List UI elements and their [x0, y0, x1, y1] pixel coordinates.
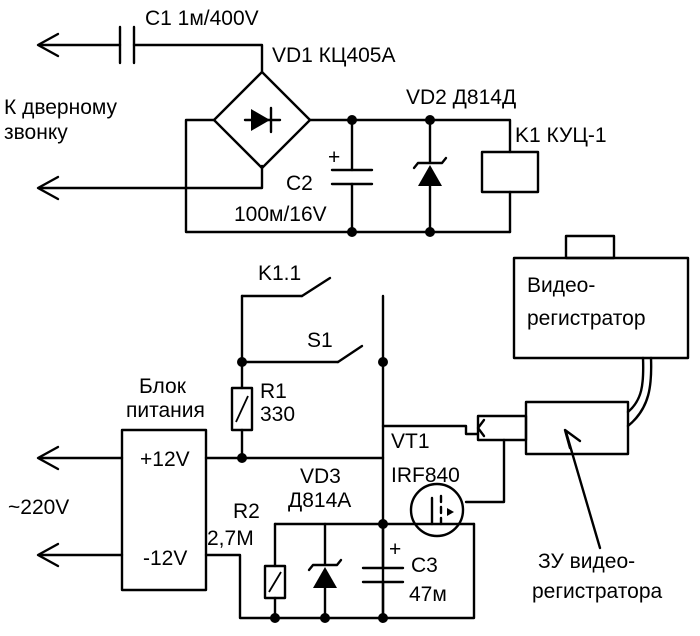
junction-s1-right: [378, 357, 388, 367]
doorbell-label-line1: К дверному: [4, 96, 118, 119]
bottom-wires: [38, 294, 506, 620]
doorbell-arrow-top: [36, 32, 60, 58]
r1-value: 330: [260, 403, 295, 426]
junction-c2-bottom: [347, 227, 357, 237]
junction-c2-top: [347, 115, 357, 125]
psu-block: [120, 428, 208, 592]
r2-name: R2: [233, 500, 260, 523]
mains-arrow-bottom: [36, 542, 60, 568]
c1-capacitor: [118, 25, 136, 65]
junction-plus12: [237, 453, 247, 463]
c2-value: 100м/16V: [234, 203, 327, 226]
c2-plus-sign: +: [328, 146, 340, 169]
c3-name: C3: [411, 554, 438, 577]
recorder-label-line1: Видео-: [527, 274, 595, 297]
irf840-label: IRF840: [391, 464, 460, 487]
minus12-label: -12V: [143, 547, 187, 570]
charger-pointer-arrow: [564, 430, 602, 550]
junction-s1-left: [237, 357, 247, 367]
junction-bus-top: [378, 519, 388, 529]
vd3-name: VD3: [300, 465, 341, 488]
c3-plus-sign: +: [389, 538, 401, 561]
psu-label-line1: Блок: [139, 375, 187, 398]
k1-1-label: K1.1: [258, 262, 301, 285]
junction-vd3-bottom: [320, 613, 330, 623]
psu-label-line2: питания: [126, 399, 205, 422]
vd3-type: Д814А: [288, 489, 351, 512]
k1-relay-coil: [480, 150, 540, 194]
r1-name: R1: [260, 380, 287, 403]
junction-vd2-bottom: [425, 227, 435, 237]
junction-r2-bottom: [270, 613, 280, 623]
charger: [476, 356, 653, 550]
r1-resistor: [230, 386, 254, 432]
plus12-label: +12V: [140, 448, 190, 471]
c2-capacitor: [330, 168, 374, 186]
charger-label-line1: ЗУ видео-: [538, 550, 635, 573]
c2-name: C2: [286, 172, 313, 195]
k1-1-contact: [300, 276, 332, 298]
vt1-label: VT1: [391, 430, 430, 453]
c3-value: 47м: [409, 583, 447, 606]
junction-c3-bottom: [378, 613, 388, 623]
vd2-zener-diode: [412, 156, 448, 186]
junction-vd2-top: [425, 115, 435, 125]
r2-resistor: [263, 564, 287, 600]
vd3-zener-diode: [307, 558, 343, 588]
charger-label-line2: регистратора: [532, 580, 663, 603]
r2-value: 2,7М: [207, 527, 254, 550]
doorbell-label-line2: звонку: [4, 121, 68, 144]
recorder-label-line2: регистратор: [527, 307, 646, 330]
vd1-diode-bridge: [212, 70, 312, 170]
c3-capacitor: [361, 566, 405, 584]
vd1-label: VD1 КЦ405А: [272, 44, 396, 67]
s1-switch: [336, 344, 364, 364]
k1-label: K1 КУЦ-1: [515, 124, 607, 147]
video-recorder: [512, 234, 690, 360]
s1-label: S1: [307, 329, 333, 352]
doorbell-arrow-bottom: [36, 175, 60, 201]
mains-arrow-top: [36, 445, 60, 471]
mains-label: ~220V: [8, 496, 69, 519]
vd2-label: VD2 Д814Д: [406, 86, 516, 109]
vt1-mosfet: [409, 482, 465, 538]
c1-label: C1 1м/400V: [145, 7, 259, 30]
